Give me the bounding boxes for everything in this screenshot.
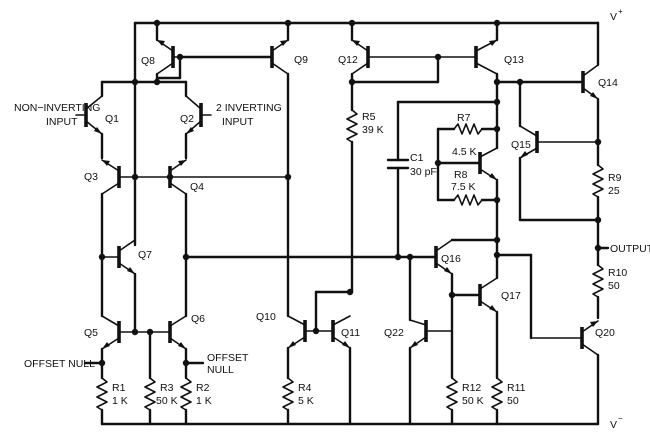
r10-value: 50	[608, 280, 620, 292]
r3-value: 50 K	[156, 395, 178, 407]
q2-transistor	[185, 95, 212, 135]
r12-value: 50 K	[462, 395, 484, 407]
q22-label: Q22	[384, 327, 404, 339]
q7-label: Q7	[138, 249, 152, 261]
q9-transistor	[270, 39, 289, 75]
offset-null-right-label-2: NULL	[207, 364, 234, 376]
noninv-pin-label-2: INPUT	[46, 116, 78, 128]
q15-transistor	[519, 125, 599, 159]
r8-resistor	[453, 194, 483, 206]
vminus-sup: −	[618, 414, 623, 423]
r4-label: R4	[298, 382, 312, 394]
r2-resistor	[180, 377, 192, 426]
vplus-label: V	[610, 11, 617, 23]
q14-label: Q14	[598, 77, 618, 89]
q5-transistor	[101, 315, 171, 350]
r11-value: 50	[507, 395, 519, 407]
q13-transistor	[474, 39, 498, 75]
q18-transistor	[478, 147, 498, 181]
r4-resistor	[282, 377, 294, 426]
r7-resistor	[453, 123, 483, 135]
q10-label: Q10	[256, 311, 276, 323]
r8-label: R8	[454, 169, 468, 181]
offset-null-right-label: OFFSET	[207, 352, 249, 364]
r9-resistor	[592, 164, 604, 267]
r11-resistor	[491, 377, 503, 426]
q12-label: Q12	[338, 54, 358, 66]
r12-label: R12	[462, 382, 481, 394]
q2-label: Q2	[180, 113, 194, 125]
q8-label: Q8	[141, 55, 155, 67]
r10-resistor	[592, 264, 604, 320]
r3-label: R3	[160, 382, 174, 394]
q6-label: Q6	[191, 313, 205, 325]
noninv-pin-label: NON−INVERTING	[14, 102, 100, 114]
r1-resistor	[96, 377, 108, 426]
q16-label: Q16	[441, 253, 461, 265]
q12-transistor	[351, 39, 477, 75]
output-pin-label: OUTPUT	[610, 243, 650, 255]
q15-label: Q15	[511, 139, 531, 151]
q20-transistor	[530, 320, 599, 356]
q20-label: Q20	[595, 327, 615, 339]
c1-value: 30 pF	[410, 166, 437, 178]
offset-null-left-label: OFFSET NULL	[24, 358, 95, 370]
r7-value: 4.5 K	[452, 146, 477, 158]
q11-transistor	[331, 315, 351, 349]
q3-label: Q3	[84, 171, 98, 183]
r12-resistor	[446, 377, 458, 426]
q17-transistor	[478, 277, 498, 313]
q7-transistor	[101, 239, 136, 275]
r9-value: 25	[608, 185, 620, 197]
q1-label: Q1	[105, 113, 119, 125]
q13-label: Q13	[504, 54, 524, 66]
q16-transistor	[434, 239, 453, 275]
q17-label: Q17	[501, 290, 521, 302]
vplus-sup: +	[618, 7, 623, 16]
r7-label: R7	[457, 112, 471, 124]
q14-transistor	[581, 64, 599, 100]
q11-label: Q11	[341, 327, 360, 339]
inv-pin-label-2: INPUT	[222, 116, 254, 128]
r8-value: 7.5 K	[451, 181, 476, 193]
q6-transistor	[168, 315, 187, 350]
q4-label: Q4	[190, 181, 204, 193]
r5-resistor	[346, 109, 358, 294]
r11-label: R11	[507, 382, 526, 394]
r1-value: 1 K	[112, 395, 128, 407]
r2-label: R2	[196, 382, 210, 394]
r3-resistor	[144, 377, 156, 426]
q9-label: Q9	[294, 54, 308, 66]
r4-value: 5 K	[298, 395, 314, 407]
r1-label: R1	[112, 382, 126, 394]
q8-transistor	[156, 39, 181, 75]
r10-label: R10	[608, 267, 627, 279]
c1-label: C1	[410, 152, 424, 164]
vplus-rail	[133, 19, 600, 27]
r5-label: R5	[362, 111, 376, 123]
q5-label: Q5	[84, 327, 98, 339]
q1-transistor	[75, 95, 103, 135]
q10-transistor	[287, 315, 334, 349]
r2-value: 1 K	[196, 395, 212, 407]
r5-value: 39 K	[362, 124, 384, 136]
inv-pin-label: 2 INVERTING	[216, 102, 282, 114]
q3-transistor	[101, 159, 289, 195]
q22-transistor	[409, 319, 453, 349]
r9-label: R9	[608, 172, 622, 184]
vminus-label: V	[610, 419, 617, 431]
